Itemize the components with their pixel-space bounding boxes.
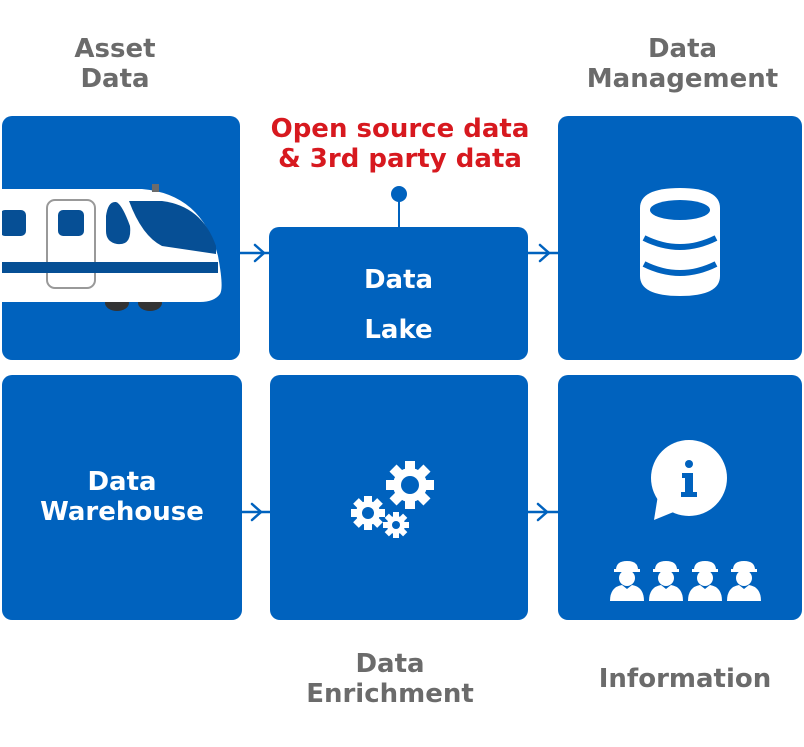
arrow-warehouse-to-enrichment xyxy=(240,502,272,522)
data-lake-box: Data Lake xyxy=(269,227,528,360)
info-bubble-icon xyxy=(651,440,727,520)
asset-data-box xyxy=(2,116,240,360)
arrow-lake-to-management xyxy=(526,243,560,263)
database-icon xyxy=(640,188,720,296)
asset-data-label: Asset Data xyxy=(74,34,156,94)
data-enrichment-box xyxy=(270,375,528,620)
data-management-label: Data Management xyxy=(586,34,779,94)
gears-icon xyxy=(351,461,434,538)
train-icon xyxy=(2,184,222,311)
information-box xyxy=(558,375,802,620)
open-source-label: Open source data & 3rd party data xyxy=(270,114,530,174)
arrow-asset-to-lake xyxy=(238,243,271,263)
information-label: Information xyxy=(598,664,772,694)
workers-icon xyxy=(610,561,761,601)
data-enrichment-label: Data Enrichment xyxy=(306,649,474,709)
data-management-box xyxy=(558,116,802,360)
data-warehouse-box: Data Warehouse xyxy=(2,375,242,620)
arrow-enrichment-to-information xyxy=(526,502,560,522)
